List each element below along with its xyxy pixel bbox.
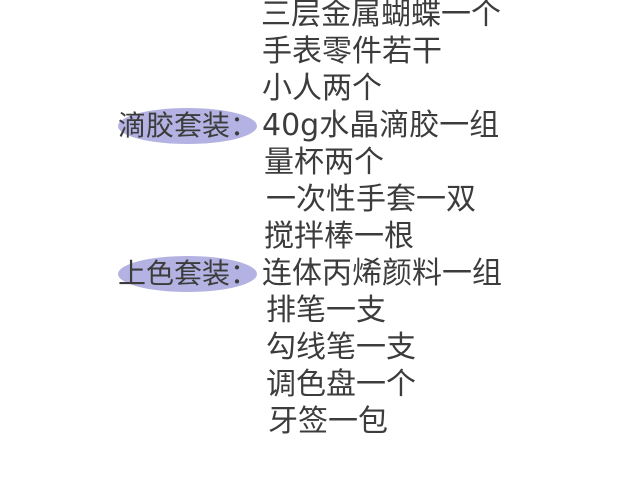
highlight-ellipse-icon (118, 256, 257, 292)
section-label-paint: 上色套装： (118, 256, 259, 292)
list-item-text: 40g水晶滴胶一组 (262, 108, 500, 143)
section-label-text: 滴胶套装： (118, 109, 259, 142)
list-item-section-paint: 上色套装： 连体丙烯颜料一组 (0, 255, 640, 292)
list-item: 量杯两个 (0, 144, 640, 181)
section-label-resin: 滴胶套装： (118, 108, 259, 144)
list-item-section-resin: 滴胶套装： 40g水晶滴胶一组 (0, 107, 640, 144)
list-item: 调色盘一个 (0, 366, 640, 403)
list-item: 手表零件若干 (0, 33, 640, 70)
list-item-text: 三层金属蝴蝶一个 (261, 0, 501, 32)
list-item-text: 连体丙烯颜料一组 (262, 256, 502, 291)
list-item-text: 搅拌棒一根 (264, 219, 414, 254)
highlight-ellipse-icon (118, 108, 257, 144)
list-item-text: 调色盘一个 (266, 367, 416, 402)
list-item: 排笔一支 (0, 292, 640, 329)
list-item-text: 排笔一支 (266, 293, 386, 328)
list-item-text: 小人两个 (262, 71, 382, 106)
list-item: 一次性手套一双 (0, 181, 640, 218)
section-label-text: 上色套装： (118, 257, 259, 290)
list-item: 三层金属蝴蝶一个 (0, 0, 640, 33)
list-item-text: 量杯两个 (264, 145, 384, 180)
list-item: 勾线笔一支 (0, 329, 640, 366)
materials-list: 三层金属蝴蝶一个 手表零件若干 小人两个 滴胶套装： 40g水晶滴胶一组 量杯两… (0, 0, 640, 440)
list-item-text: 手表零件若干 (262, 34, 442, 69)
list-item: 小人两个 (0, 70, 640, 107)
list-item: 牙签一包 (0, 403, 640, 440)
list-item: 搅拌棒一根 (0, 218, 640, 255)
list-item-text: 牙签一包 (268, 404, 388, 439)
list-item-text: 一次性手套一双 (266, 182, 476, 217)
list-item-text: 勾线笔一支 (266, 330, 416, 365)
